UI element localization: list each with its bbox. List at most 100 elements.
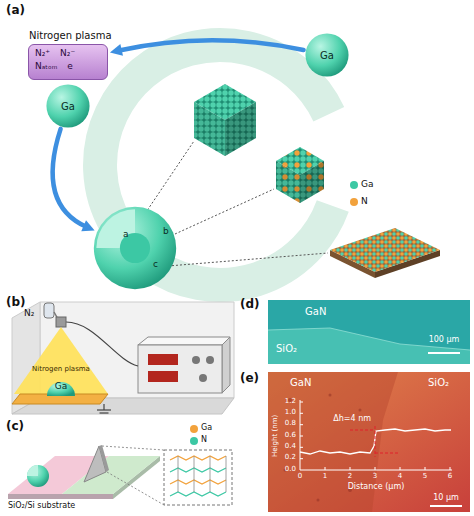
leader-line-part xyxy=(168,253,328,266)
ga-sphere-part xyxy=(27,465,38,476)
legend-swatch xyxy=(190,437,198,445)
plasma-nozzle-part xyxy=(56,317,66,327)
optical-image xyxy=(268,300,470,364)
scale-label: 10 μm xyxy=(433,494,459,503)
lattice-box-part-part xyxy=(178,456,179,492)
lattice-box-part-part xyxy=(210,456,211,492)
height-profile-part-part xyxy=(375,426,376,457)
mixed-cube-part xyxy=(276,161,300,203)
tick-label: 0.0 xyxy=(285,466,296,474)
arrow-shaft xyxy=(118,40,304,51)
lattice-box-part xyxy=(178,456,226,492)
arrow-shaft xyxy=(53,129,88,227)
node-text: N₂⁺ xyxy=(35,49,50,59)
substrate-label: SiO₂/Si substrate xyxy=(8,502,75,511)
gas-label: N₂ xyxy=(24,309,34,319)
plasma-nozzle xyxy=(56,317,66,327)
step-height: Δh=4 nm xyxy=(333,415,371,424)
panel-label: (a) xyxy=(6,4,25,17)
region-label: GaN xyxy=(290,377,311,388)
legend-swatch xyxy=(190,425,198,433)
region-label: SiO₂ xyxy=(276,343,297,354)
droplet-fill xyxy=(305,33,348,76)
tick-label: 0.8 xyxy=(285,420,296,428)
gan-layer-part xyxy=(330,228,440,272)
panel-label: (c) xyxy=(6,420,24,433)
panel-label: (b) xyxy=(6,296,26,309)
plasma-generator-part xyxy=(199,374,207,382)
node-text: N₂⁻ xyxy=(60,49,75,59)
plasma-generator-part xyxy=(192,356,200,364)
droplet-fill xyxy=(46,84,89,127)
ga-sphere-part xyxy=(27,465,49,487)
droplet-shape xyxy=(93,206,177,290)
height-profile-part xyxy=(300,402,450,470)
plasma-plume-part xyxy=(14,327,108,394)
mixed-cube xyxy=(276,147,324,203)
height-profile-part-part xyxy=(300,447,303,448)
legend-swatch xyxy=(350,181,358,189)
droplet-fill xyxy=(94,207,176,289)
leader-line-part xyxy=(175,189,274,234)
tick-label: 5 xyxy=(423,473,427,481)
plasma-generator-part xyxy=(148,354,178,365)
plasma-generator xyxy=(138,337,230,393)
ga-cube-part xyxy=(225,102,256,156)
tick-label: 0 xyxy=(298,473,302,481)
plasma-generator-part xyxy=(148,371,178,382)
tick-label: 1 xyxy=(323,473,327,481)
height-profile-part-part xyxy=(300,458,303,459)
ga-cube-part xyxy=(194,102,225,156)
zoom-line-part xyxy=(102,446,164,450)
legend-text: N xyxy=(201,436,207,445)
panel-label: (e) xyxy=(240,372,259,385)
afm-image-part xyxy=(268,372,470,512)
height-profile-part-part xyxy=(300,413,303,414)
ga-cube-part xyxy=(225,102,256,156)
ga-cube xyxy=(194,84,256,156)
axis-title: Height (nm) xyxy=(272,415,280,457)
substrate xyxy=(8,456,160,499)
gan-sphere: a xyxy=(93,206,177,290)
substrate-part xyxy=(62,456,160,494)
panel-label: (d) xyxy=(240,298,260,311)
tick-label: 1.0 xyxy=(285,409,296,417)
plasma-source: Nitrogen plasmaN₂⁺N₂⁻Nₐₜₒₘe xyxy=(28,44,108,80)
node-text: Ga xyxy=(320,50,334,61)
plasma-generator-part xyxy=(138,337,230,345)
mixed-cube-part xyxy=(300,161,324,203)
plasma-plume xyxy=(14,327,108,394)
ga-cube-part xyxy=(194,102,225,156)
plasma-label: Nitrogen plasma xyxy=(32,366,90,374)
ga-droplet: Ga xyxy=(305,33,349,77)
substrate-part xyxy=(8,494,113,499)
gan-layer xyxy=(330,228,440,278)
afm-image-part-part xyxy=(317,499,320,502)
ga-droplet-part xyxy=(47,382,75,396)
node-text: e xyxy=(67,62,73,72)
droplet-label: Ga xyxy=(55,382,68,392)
lattice-box-part-part xyxy=(170,492,226,496)
optical-image-part xyxy=(428,352,460,354)
tick-label: 0.4 xyxy=(285,443,296,451)
gas-bottle-part xyxy=(44,303,54,318)
afm-image xyxy=(268,372,470,512)
wire-part xyxy=(103,404,104,410)
tick-label: 3 xyxy=(373,473,377,481)
height-profile-part-part xyxy=(375,453,400,454)
part-label: b xyxy=(163,227,169,237)
height-profile-part-part xyxy=(350,467,351,470)
ga-droplet: Ga xyxy=(46,84,90,128)
legend-swatch xyxy=(350,198,358,206)
height-profile-part-part xyxy=(450,467,451,470)
plasma-generator-part xyxy=(138,345,222,393)
plasma-generator-part xyxy=(206,356,214,364)
legend-text: N xyxy=(361,197,368,207)
tick-label: 1.2 xyxy=(285,398,296,406)
region-label: SiO₂ xyxy=(428,377,449,388)
height-profile xyxy=(300,400,462,506)
zoom-line-part xyxy=(107,472,164,505)
region-label: GaN xyxy=(305,306,326,317)
ga-sphere xyxy=(27,465,49,487)
